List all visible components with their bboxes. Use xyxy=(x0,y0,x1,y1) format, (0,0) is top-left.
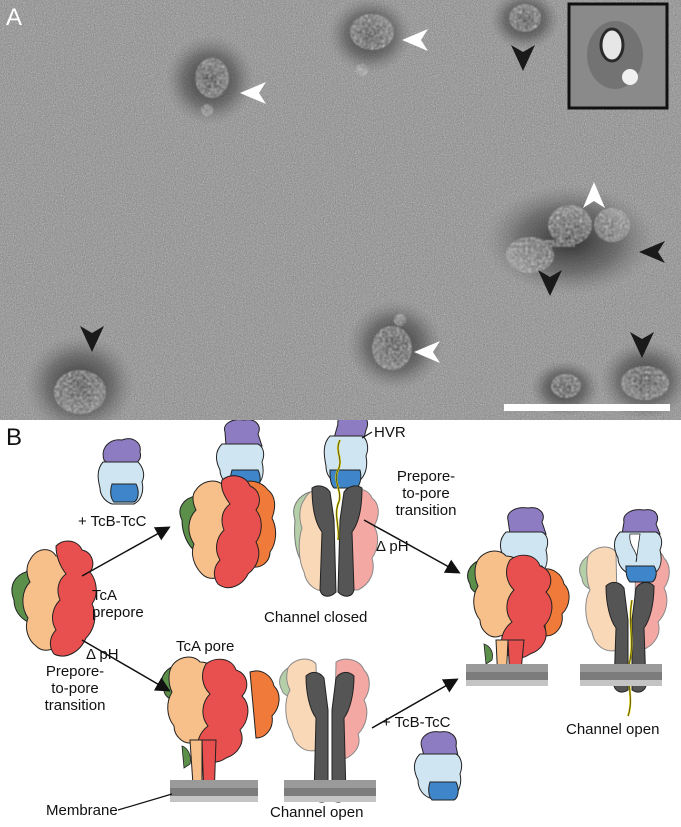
tc-holotoxin-top xyxy=(179,420,277,589)
label-hvr: HVR xyxy=(374,424,406,441)
label-tca-prepore-line2: prepore xyxy=(92,604,144,621)
panel-b-schematic: B + TcB-TcC TcA prepore Δ pH Prepore- to… xyxy=(0,420,681,827)
label-tca-prepore-line1: TcA xyxy=(92,587,118,604)
schematic-diagram xyxy=(11,420,670,811)
arrowhead-black-3 xyxy=(538,270,562,296)
label-channel-open-2: Channel open xyxy=(566,721,660,738)
label-tca-pore: TcA pore xyxy=(176,638,235,655)
hvr-leader-line xyxy=(361,431,373,439)
panel-a-micrograph: A xyxy=(0,0,681,420)
scale-bar xyxy=(504,404,670,411)
label-transition-1-line2: to-pore xyxy=(51,680,99,697)
channel-closed-cutaway xyxy=(293,420,379,597)
arrowhead-white-4 xyxy=(414,341,440,363)
arrowhead-white-2 xyxy=(402,29,428,51)
inset-class-average xyxy=(567,2,669,110)
channel-open-right-cutaway xyxy=(579,509,670,717)
tca-pore xyxy=(161,656,280,802)
label-channel-open-1: Channel open xyxy=(270,804,364,821)
label-transition-1-line3: transition xyxy=(44,697,106,714)
white-arrowheads xyxy=(240,29,605,363)
panel-b-letter: B xyxy=(6,424,23,451)
label-transition-2-line1: Prepore- xyxy=(396,468,456,485)
process-arrows xyxy=(81,519,461,729)
label-membrane: Membrane xyxy=(46,802,118,819)
panel-a-letter: A xyxy=(6,4,23,31)
label-transition-2-line3: transition xyxy=(395,502,457,519)
tc-holotoxin-pore-right xyxy=(466,507,570,686)
arrowhead-white-1 xyxy=(240,82,266,104)
membrane-leader-line xyxy=(117,793,173,811)
label-transition-2-line2: to-pore xyxy=(402,485,450,502)
membrane-bar-1 xyxy=(170,780,258,788)
arrowhead-black-4 xyxy=(80,326,104,352)
tca-prepore xyxy=(11,540,97,657)
channel-open-bottom-cutaway xyxy=(279,658,376,803)
label-tcb-tcc-2: + TcB-TcC xyxy=(382,714,451,731)
tcb-tcc-complex-top xyxy=(97,438,145,505)
micrograph-image xyxy=(0,0,681,420)
arrowhead-black-5 xyxy=(630,332,654,358)
arrowhead-black-2 xyxy=(639,241,665,263)
label-delta-ph-2: Δ pH xyxy=(376,538,409,555)
label-transition-1-line1: Prepore- xyxy=(45,663,105,680)
label-channel-closed: Channel closed xyxy=(264,609,368,626)
arrowhead-white-3 xyxy=(583,182,605,208)
arrowhead-black-1 xyxy=(511,45,535,71)
tcb-tcc-complex-bottom xyxy=(414,731,463,801)
label-delta-ph-1: Δ pH xyxy=(86,646,119,663)
black-arrowheads xyxy=(80,45,665,358)
particle-group xyxy=(25,0,681,420)
label-tcb-tcc-1: + TcB-TcC xyxy=(78,513,147,530)
